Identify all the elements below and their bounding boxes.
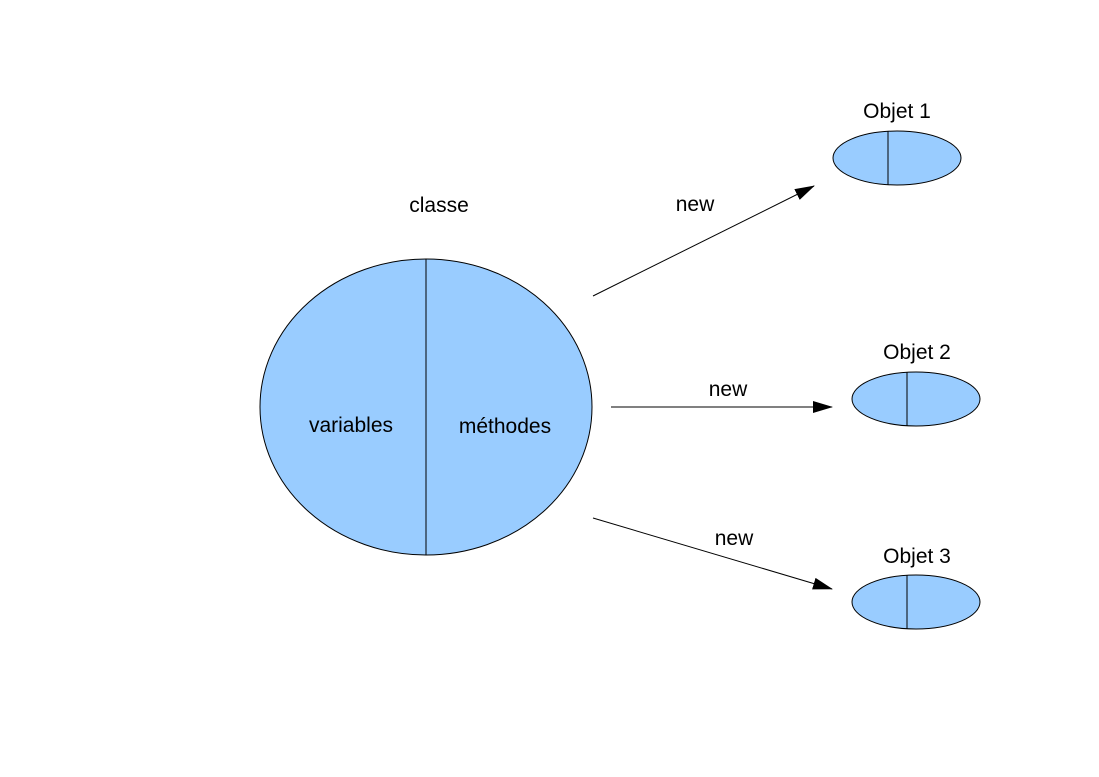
edge-label-2: new	[709, 378, 748, 401]
class-variables-label: variables	[309, 414, 393, 437]
edge-arrow-3	[592, 517, 833, 590]
object-ellipse-1	[832, 130, 962, 186]
object-ellipse-2	[851, 371, 981, 427]
edge-new-3: new	[592, 517, 833, 590]
edge-new-2: new	[611, 378, 833, 413]
object-node-1: Objet 1	[832, 100, 962, 186]
object-node-2: Objet 2	[851, 341, 981, 427]
edge-label-3: new	[715, 527, 754, 550]
object-label-1: Objet 1	[863, 100, 931, 123]
edge-arrow-1	[592, 185, 815, 297]
edge-label-1: new	[676, 193, 715, 216]
class-node: classe variables méthodes	[259, 194, 593, 556]
object-label-2: Objet 2	[883, 341, 951, 364]
object-ellipse-3	[851, 574, 981, 630]
object-node-3: Objet 3	[851, 545, 981, 630]
object-label-3: Objet 3	[883, 545, 951, 568]
edge-new-1: new	[592, 185, 815, 297]
class-methods-label: méthodes	[459, 415, 551, 438]
class-title: classe	[409, 194, 469, 217]
